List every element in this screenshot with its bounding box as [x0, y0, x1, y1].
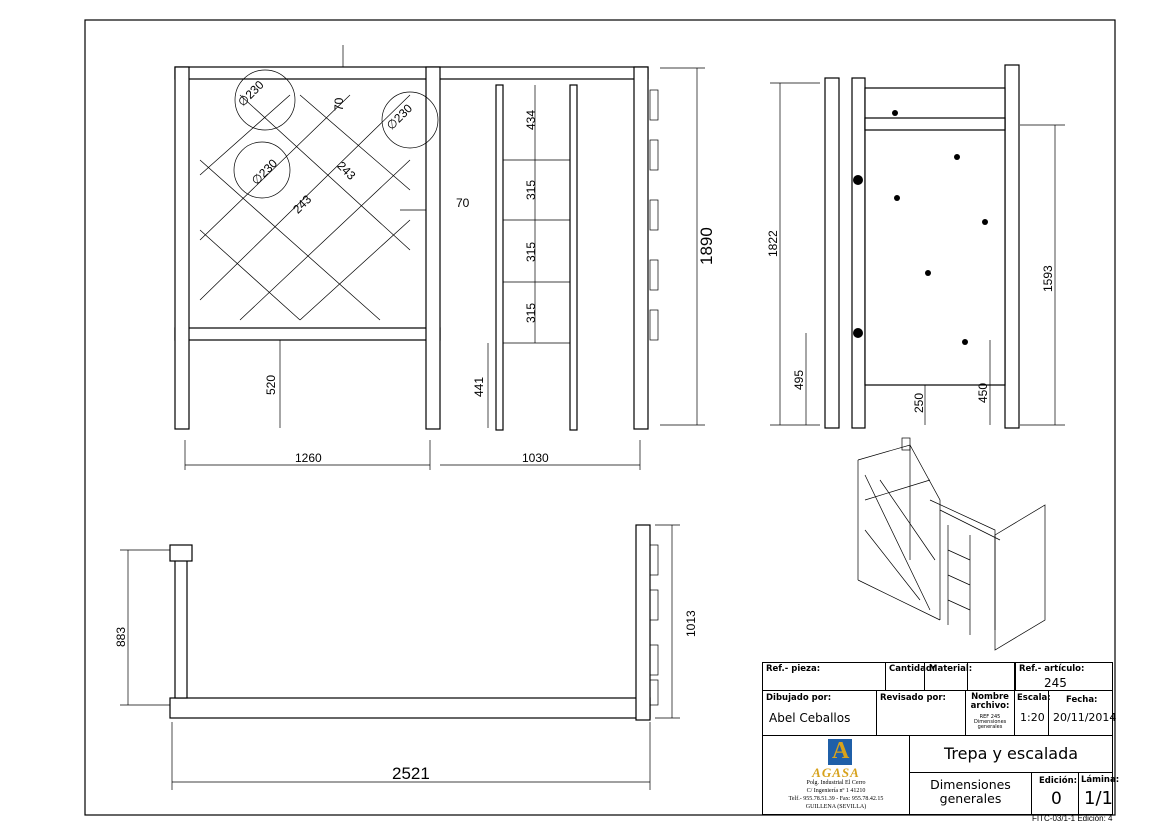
dim-315: 315 — [524, 180, 538, 200]
side-view: 1822 1593 495 250 450 — [766, 64, 1065, 429]
dim-diameter-230: ∅230 — [249, 156, 281, 188]
top-view: 883 1013 2521 — [114, 524, 698, 790]
address-line: Polg. Industrial El Cerro — [806, 780, 866, 786]
dim-450: 450 — [976, 383, 990, 403]
dim-315: 315 — [524, 242, 538, 262]
ref-articulo-label: Ref.- artículo: — [1019, 664, 1085, 674]
drawing-title: Trepa y escalada — [943, 744, 1079, 763]
escala-value: 1:20 — [1020, 711, 1045, 724]
dibujado-label: Dibujado por: — [766, 693, 832, 703]
form-code: FITC-03/1-1 Edición: 4 — [1032, 814, 1113, 823]
material-label: Material: — [929, 664, 973, 674]
escala-label: Escala: — [1017, 693, 1051, 703]
address-line: Telf.- 955.78.51.39 - Fax: 955.78.42.15 — [788, 796, 884, 802]
dim-70: 70 — [332, 97, 346, 111]
dim-1890: 1890 — [697, 227, 716, 265]
dim-1013: 1013 — [684, 610, 698, 637]
dim-1593: 1593 — [1041, 265, 1055, 292]
dim-70: 70 — [456, 196, 470, 210]
company-name: AGASA — [812, 765, 860, 780]
dim-1030: 1030 — [522, 451, 549, 465]
edicion-value: 0 — [1051, 789, 1062, 809]
dibujado-value: Abel Ceballos — [769, 711, 851, 725]
nombre-archivo-value: REF 245 Dimensiones generales — [974, 714, 1007, 730]
address-line: C/ Ingeniería nº 1 41210 — [806, 788, 866, 794]
dim-250: 250 — [912, 393, 926, 413]
isometric-view — [857, 437, 1046, 651]
dim-diameter-230: ∅230 — [235, 78, 267, 110]
cantidad-label: Cantidad: — [889, 664, 936, 674]
dim-441: 441 — [472, 377, 486, 397]
drawing-border — [84, 19, 1116, 816]
dim-434: 434 — [524, 110, 538, 130]
ref-pieza-label: Ref.- pieza: — [766, 664, 821, 674]
front-view: ∅230 ∅230 ∅230 70 70 243 243 434 315 315… — [174, 45, 716, 470]
dim-243: 243 — [334, 159, 358, 183]
dim-diameter-230: ∅230 — [384, 101, 416, 133]
fecha-value: 20/11/2014 — [1053, 711, 1117, 724]
agasa-logo-icon: A — [828, 738, 852, 765]
lamina-label: Lámina: — [1081, 775, 1120, 785]
fecha-label: Fecha: — [1066, 695, 1098, 705]
dim-243: 243 — [290, 192, 314, 216]
company-logo-block: A AGASA Polg. Industrial El Cerro C/ Ing… — [762, 735, 910, 815]
revisado-label: Revisado por: — [880, 693, 946, 703]
edicion-label: Edición: — [1039, 776, 1078, 786]
address-line: GUILLENA (SEVILLA) — [805, 804, 867, 810]
dim-883: 883 — [114, 627, 128, 647]
dim-2521: 2521 — [392, 764, 430, 783]
dim-315: 315 — [524, 303, 538, 323]
lamina-value: 1/1 — [1084, 788, 1113, 809]
dim-520: 520 — [264, 375, 278, 395]
drawing-subtitle: Dimensiones generales — [930, 777, 1011, 806]
dim-495: 495 — [792, 370, 806, 390]
dim-1260: 1260 — [295, 451, 322, 465]
dim-1822: 1822 — [766, 230, 780, 257]
ref-articulo-value: 245 — [1044, 676, 1067, 690]
nombre-archivo-label: Nombre archivo: — [970, 692, 1010, 711]
